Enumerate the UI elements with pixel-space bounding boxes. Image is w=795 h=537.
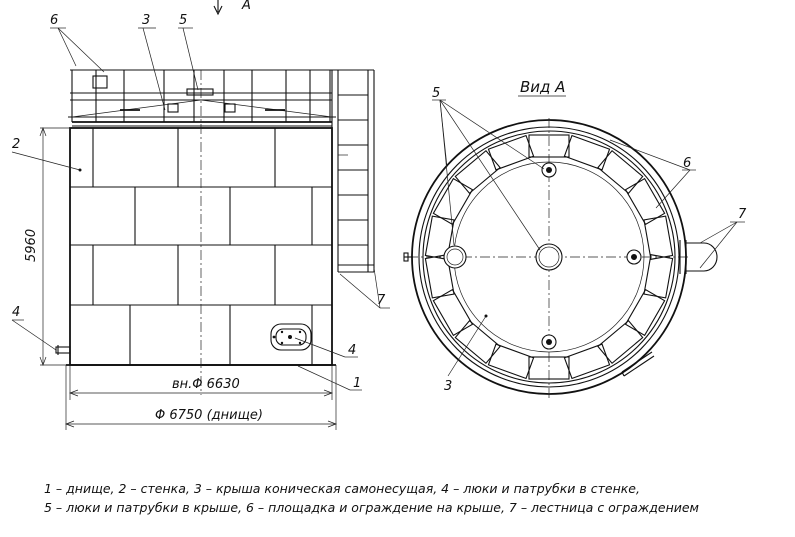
callout-7-top: 7	[738, 207, 747, 222]
platform-panel	[424, 254, 455, 299]
callout-6-side: 6	[50, 13, 58, 28]
callout-4-left: 4	[12, 305, 20, 320]
side-view: А	[11, 0, 390, 430]
top-callout-leaders	[432, 99, 745, 377]
bottom-diameter-text: Φ 6750 (днище)	[155, 408, 263, 423]
platform-panel	[563, 343, 611, 380]
view-arrow-head	[213, 5, 223, 16]
ladder	[331, 69, 375, 335]
roof-center-nozzle	[535, 243, 563, 271]
platform-panel	[487, 134, 535, 171]
platform-panel	[432, 288, 474, 337]
platform-panel	[454, 319, 501, 365]
platform-panel	[624, 177, 666, 226]
height-dimension	[39, 127, 70, 366]
view-title: Вид А	[520, 78, 565, 96]
inner-diameter-text: вн.Φ 6630	[172, 377, 240, 392]
callout-1: 1	[353, 376, 361, 391]
platform-panel	[597, 149, 644, 195]
top-view: Вид А	[403, 78, 747, 398]
platform-panel	[597, 319, 644, 365]
callout-5-top: 5	[432, 86, 440, 101]
callout-6-top: 6	[683, 156, 691, 171]
inner-diameter-dimension	[69, 365, 333, 400]
side-callout-leaders	[11, 27, 390, 391]
roof-platform	[68, 69, 336, 127]
callout-7-side: 7	[377, 293, 386, 308]
callout-5-side: 5	[179, 13, 187, 28]
legend-line-1: 1 – днище, 2 – стенка, 3 – крыша коничес…	[44, 481, 640, 496]
platform-panel	[643, 215, 674, 260]
legend-line-2: 5 – люки и патрубки в крыше, 6 – площадк…	[44, 500, 699, 515]
platform-panel	[432, 177, 474, 226]
wall-manhole	[270, 323, 312, 351]
bottom-bracket	[621, 351, 655, 377]
platform-panel	[624, 288, 666, 337]
platform-panel	[563, 134, 611, 171]
bottom-diameter-dimension	[65, 365, 337, 430]
platform-panel	[643, 254, 674, 299]
platform-panel	[454, 149, 501, 195]
wall-nozzle	[55, 345, 71, 355]
top-ladder	[679, 240, 718, 274]
view-arrow-letter: А	[241, 0, 251, 13]
platform-panel	[487, 343, 535, 380]
callout-2: 2	[12, 137, 20, 152]
platform-panel	[424, 215, 455, 260]
callout-3-top: 3	[444, 379, 452, 394]
callout-4-right: 4	[348, 343, 356, 358]
callout-3-side: 3	[142, 13, 150, 28]
height-dimension-text: 5960	[24, 229, 39, 262]
